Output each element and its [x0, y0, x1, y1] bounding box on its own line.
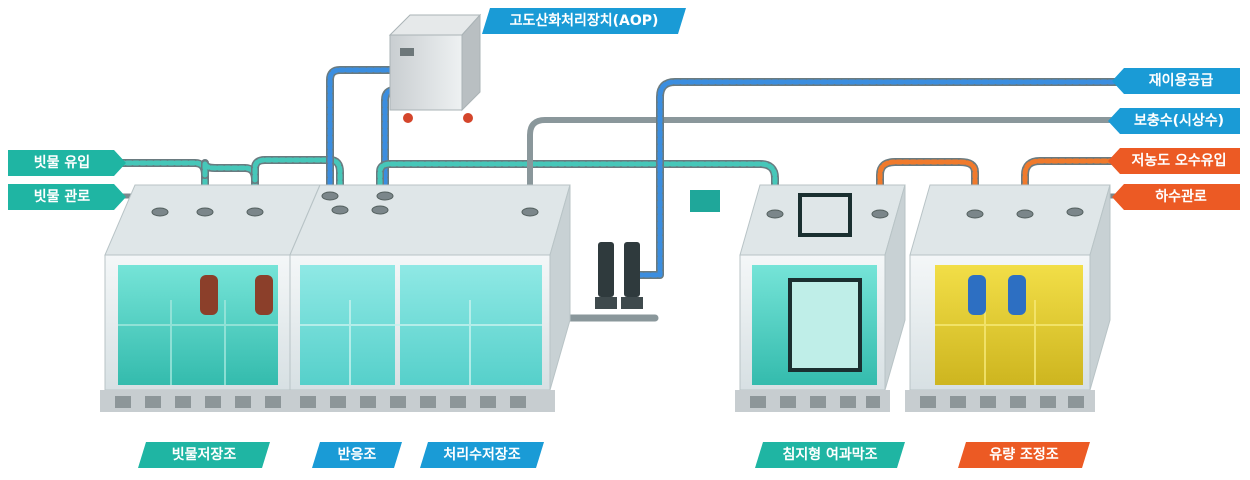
aop-label: 고도산화처리장치(AOP) [482, 8, 686, 34]
rainwater-storage-tank-label: 빗물저장조 [138, 442, 270, 468]
reuse-supply-label: 재이용공급 [1112, 68, 1240, 94]
aop-unit-icon [388, 13, 482, 123]
submerged-membrane-tank-label: 침지형 여과막조 [755, 442, 905, 468]
tank-reaction-treated [285, 184, 571, 412]
treated-storage-tank-label: 처리수저장조 [420, 442, 544, 468]
reaction-tank-label: 반응조 [312, 442, 402, 468]
booster-pumps-icon [595, 190, 720, 309]
pipe-caps [151, 191, 1084, 219]
tank-flow-equalization [905, 184, 1111, 412]
rain-inflow-label: 빗물 유입 [8, 150, 126, 176]
makeup-water-label: 보충수(시상수) [1108, 108, 1240, 134]
sewer-pipe-label: 하수관로 [1112, 184, 1240, 210]
pipes [116, 66, 1124, 322]
tank-rainwater-storage [100, 184, 321, 412]
pump-icon [1008, 275, 1026, 315]
tank-submerged-membrane [735, 184, 906, 412]
blower-icon [690, 190, 720, 212]
pump-icon [200, 275, 218, 315]
pump-icon [968, 275, 986, 315]
low-conc-inflow-label: 저농도 오수유입 [1108, 148, 1240, 174]
pump-icon [255, 275, 273, 315]
rain-pipe-label: 빗물 관로 [8, 184, 126, 210]
flow-equalization-tank-label: 유량 조정조 [958, 442, 1090, 468]
